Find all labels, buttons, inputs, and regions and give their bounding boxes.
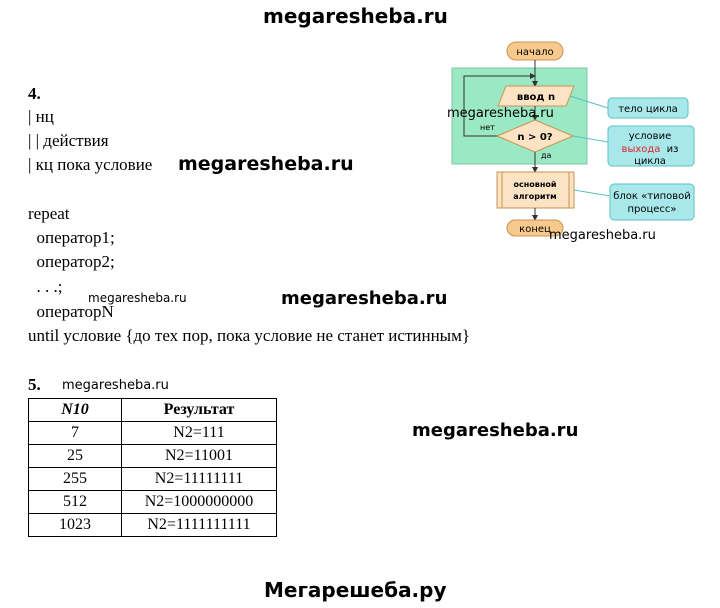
- cell-n10: 25: [28, 444, 122, 468]
- process-block: [496, 171, 575, 209]
- yes-label: да: [541, 151, 552, 160]
- repeat-line-3: оператор2;: [28, 252, 115, 271]
- header-watermark: megaresheba.ru: [263, 4, 448, 28]
- callout-process: [609, 183, 695, 221]
- callout-condition: [607, 125, 695, 167]
- nc-line-2: | | действия: [28, 131, 109, 150]
- table-row: 512 N2=1000000000: [28, 490, 277, 514]
- callout-condition-line2: выхода из: [622, 144, 679, 155]
- input-label: ввод n: [517, 92, 555, 103]
- cell-n10: 512: [28, 490, 122, 514]
- cell-n10: 255: [28, 467, 122, 491]
- right-watermark: megaresheba.ru: [412, 420, 579, 441]
- callout-process-line1: блок «типовой: [613, 191, 691, 202]
- end-terminal: [506, 219, 564, 237]
- cell-result: N2=111: [121, 421, 277, 445]
- cell-result: N2=1111111111: [121, 513, 277, 537]
- repeat-line-2: оператор1;: [28, 228, 115, 247]
- task5-watermark: megaresheba.ru: [62, 378, 169, 393]
- callout-body-label: тело цикла: [618, 104, 678, 115]
- cell-result: N2=11111111: [121, 467, 277, 491]
- flowchart-watermark-top: megaresheba.ru: [447, 106, 554, 121]
- condition-label: n > 0?: [517, 132, 552, 143]
- cell-n10: 7: [28, 421, 122, 445]
- until-line: until условие {до тех пор, пока условие …: [28, 326, 471, 345]
- end-label: конец: [519, 224, 551, 235]
- repeat-line-4: . . .;: [28, 277, 63, 296]
- task4-number: 4.: [28, 84, 41, 103]
- table-row: 7 N2=111: [28, 421, 277, 445]
- callout-body: [607, 97, 689, 119]
- nc-line-1: | нц: [28, 107, 54, 126]
- cell-result: N2=11001: [121, 444, 277, 468]
- result-table: N10 Результат 7 N2=111 25 N2=11001 255 N…: [28, 398, 277, 537]
- middle-small-watermark: megaresheba.ru: [88, 291, 187, 305]
- repeat-line-5: операторN: [28, 302, 114, 321]
- no-label: нет: [480, 123, 495, 132]
- header-n10: N10: [28, 398, 122, 422]
- table-header-row: N10 Результат: [28, 398, 277, 422]
- task5-number: 5.: [28, 375, 41, 394]
- start-label: начало: [516, 47, 553, 58]
- inline-watermark: megaresheba.ru: [178, 153, 354, 175]
- table-row: 1023 N2=1111111111: [28, 513, 277, 537]
- process-label-1: основной: [514, 180, 557, 189]
- middle-big-watermark: megaresheba.ru: [281, 288, 448, 309]
- table-row: 255 N2=11111111: [28, 467, 277, 491]
- header-result: Результат: [121, 398, 277, 422]
- callout-condition-line3: цикла: [634, 156, 666, 167]
- flowchart-watermark-bottom: megaresheba.ru: [549, 228, 656, 243]
- table-row: 25 N2=11001: [28, 444, 277, 468]
- cell-result: N2=1000000000: [121, 490, 277, 514]
- loop-body-area: [451, 67, 588, 165]
- flowchart: начало ввод n n > 0? нет да основной алг…: [451, 41, 695, 237]
- input-block: [497, 85, 575, 107]
- repeat-line-1: repeat: [28, 204, 70, 223]
- cell-n10: 1023: [28, 513, 122, 537]
- nc-line-3: | кц пока условие: [28, 155, 153, 174]
- callout-process-line2: процесс»: [627, 204, 676, 215]
- process-label-2: алгоритм: [513, 192, 556, 201]
- footer-watermark: Мегарешеба.ру: [264, 578, 447, 602]
- callout-condition-line1: условие: [629, 131, 671, 142]
